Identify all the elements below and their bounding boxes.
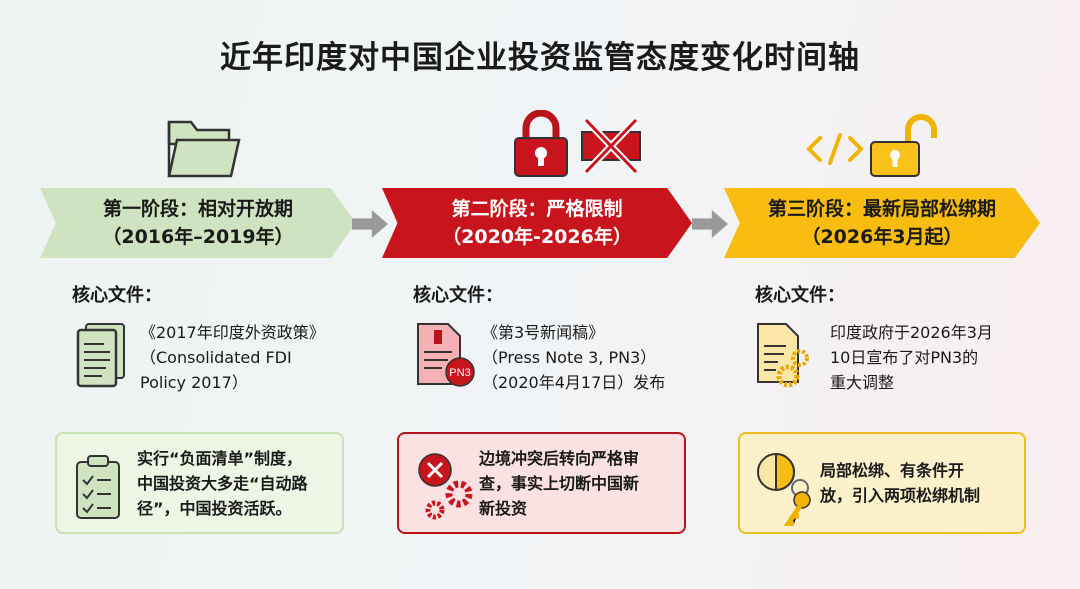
doc-line: （Press Note 3, PN3） bbox=[482, 348, 657, 367]
documents-icon bbox=[76, 323, 125, 388]
pn3-badge: PN3 bbox=[449, 367, 470, 379]
page-title: 近年印度对中国企业投资监管态度变化时间轴 bbox=[220, 40, 860, 76]
stage-2-name: 第二阶段：严格限制 bbox=[451, 198, 623, 220]
summary-line: 边境冲突后转向严格审 bbox=[479, 448, 640, 468]
summary-line: 放，引入两项松绑机制 bbox=[820, 486, 981, 505]
core-doc-label: 核心文件： bbox=[413, 285, 503, 306]
summary-line: 实行“负面清单”制度， bbox=[137, 448, 303, 468]
arrow-icon bbox=[352, 210, 388, 238]
doc-line: （Consolidated FDI bbox=[140, 348, 292, 367]
lock-icon bbox=[514, 110, 568, 177]
doc-line: （2020年4月17日）发布 bbox=[482, 373, 666, 392]
stage-2-banner: 第二阶段：严格限制 （2020年-2026年） bbox=[382, 188, 692, 258]
stage-1-period: （2016年–2019年） bbox=[102, 226, 294, 248]
stage-1-summary: 实行“负面清单”制度， 中国投资大多走“自动路径”，中国投资活跃。 bbox=[55, 432, 344, 534]
stage-2-summary: 边境冲突后转向严格审查，事实上切断中国新新投资 bbox=[397, 432, 686, 534]
arrow-icon bbox=[692, 210, 728, 238]
error-gears-icon bbox=[418, 453, 473, 520]
unlocked-icon bbox=[870, 114, 937, 177]
summary-line: 查，事实上切断中国新 bbox=[479, 473, 640, 493]
summary-line: 径”，中国投资活跃。 bbox=[137, 498, 292, 518]
stage-1-name: 第一阶段：相对开放期 bbox=[102, 198, 293, 220]
doc-line: 重大调整 bbox=[830, 373, 895, 392]
stage-1-banner: 第一阶段：相对开放期 （2016年–2019年） bbox=[40, 188, 356, 258]
pie-chart-keys-icon bbox=[757, 452, 811, 526]
stage-1-doc: 《2017年印度外资政策》 （Consolidated FDI Policy 2… bbox=[140, 320, 340, 395]
summary-line: 局部松绑、有条件开 bbox=[820, 461, 965, 480]
summary-line: 新投资 bbox=[479, 498, 528, 518]
doc-line: Policy 2017） bbox=[140, 373, 248, 392]
core-doc-label: 核心文件： bbox=[755, 285, 845, 306]
stage-3-name: 第三阶段：最新局部松绑期 bbox=[767, 198, 996, 220]
doc-line: 印度政府于2026年3月 bbox=[830, 323, 993, 342]
stage-3-summary: 局部松绑、有条件开放，引入两项松绑机制 bbox=[738, 432, 1026, 534]
stage-2-doc: 《第3号新闻稿》 （Press Note 3, PN3） （2020年4月17日… bbox=[482, 320, 682, 395]
press-note-icon: PN3 bbox=[417, 323, 475, 387]
doc-line: 《第3号新闻稿》 bbox=[482, 323, 605, 342]
blocked-icon bbox=[581, 117, 641, 175]
code-icon bbox=[806, 133, 864, 165]
stage-3-period: （2026年3月起） bbox=[801, 226, 963, 248]
core-doc-label: 核心文件： bbox=[72, 285, 162, 306]
stage-3-doc: 印度政府于2026年3月 10日宣布了对PN3的 重大调整 bbox=[830, 320, 1030, 395]
stage-3-banner: 第三阶段：最新局部松绑期 （2026年3月起） bbox=[724, 188, 1040, 258]
doc-line: 10日宣布了对PN3的 bbox=[830, 348, 979, 367]
summary-line: 中国投资大多走“自动路 bbox=[137, 473, 308, 493]
checklist-icon bbox=[76, 455, 120, 519]
document-settings-icon bbox=[757, 323, 809, 388]
stage-2-period: （2020年-2026年） bbox=[442, 226, 632, 248]
doc-line: 《2017年印度外资政策》 bbox=[140, 323, 325, 342]
open-folder-icon bbox=[167, 120, 241, 178]
